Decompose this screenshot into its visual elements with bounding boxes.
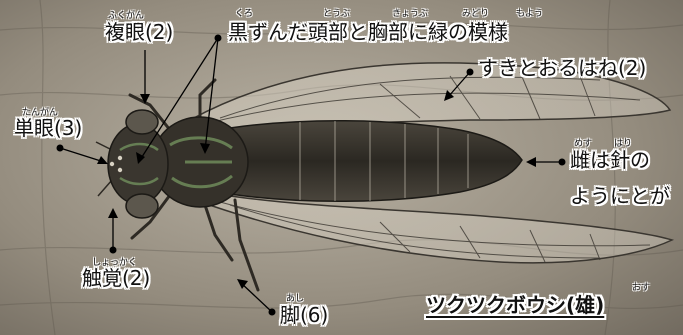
- body-ruby-toubu: とうぶ: [323, 6, 350, 19]
- ocelli-label: 単眼(3): [14, 118, 82, 138]
- body-ruby-kyoubu: きょうぶ: [392, 6, 428, 19]
- antenna-label: 触覚(2): [82, 268, 150, 288]
- body-marking-label: 黒ずんだ頭部と胸部に緑の模様: [228, 22, 508, 42]
- compound-eye-upper: [126, 110, 158, 134]
- body-ruby-midori: みどり: [462, 6, 489, 19]
- compound-eye-label: 複眼(2): [105, 22, 173, 42]
- legs-label: 脚(6): [280, 305, 328, 325]
- ovipositor-note-line2: ようにとが: [570, 186, 670, 206]
- ovipositor-note-line1: 雌は針の: [570, 150, 650, 170]
- body-ruby-kuro: くろ: [235, 6, 253, 19]
- title-ruby: おす: [632, 280, 650, 293]
- body-ruby-moyou: もよう: [516, 6, 543, 19]
- wings-label: すきとおるはね(2): [478, 58, 646, 78]
- species-title: ツクツクボウシ(雄): [426, 295, 604, 315]
- compound-eye-lower: [126, 194, 158, 218]
